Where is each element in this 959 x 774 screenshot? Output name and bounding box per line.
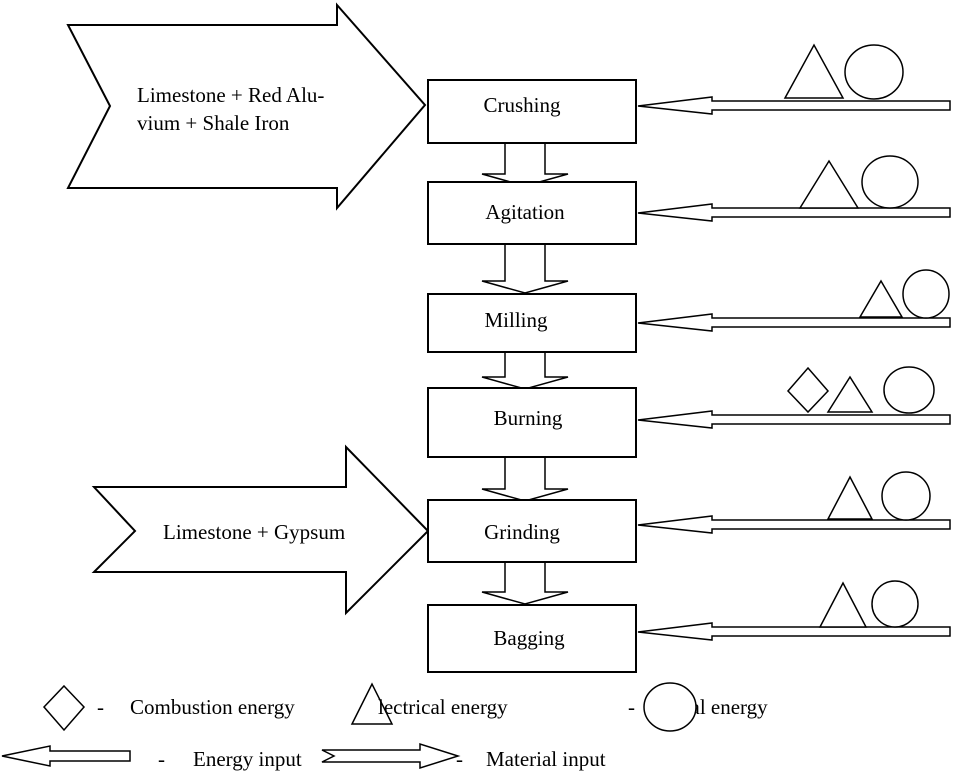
step-burning-label: Burning — [494, 406, 563, 430]
electrical-energy-icon — [798, 159, 860, 209]
step-crushing-label: Crushing — [483, 93, 561, 117]
dual-energy-icon — [871, 580, 919, 628]
energy-input-arrow-crushing — [637, 96, 951, 115]
legend-energy-input: - Energy input — [1, 745, 302, 771]
legend-dual: - ual energy — [628, 682, 768, 732]
step-agitation-label: Agitation — [485, 200, 565, 224]
energy-input-arrow-agitation — [637, 203, 951, 222]
step-bagging: Bagging — [427, 604, 637, 673]
energy-input-arrow-icon — [1, 745, 131, 767]
legend-electrical-label: lectrical energy — [378, 695, 508, 719]
energy-input-arrow-burning — [637, 410, 951, 429]
electrical-energy-icon — [826, 375, 874, 413]
step-milling: Milling — [427, 293, 637, 353]
flow-arrow-2 — [481, 243, 569, 294]
legend-dash: - — [158, 747, 165, 771]
flow-arrow-3 — [481, 351, 569, 390]
dual-energy-icon — [844, 44, 904, 100]
energy-symbols-milling — [858, 269, 950, 319]
electrical-energy-icon — [826, 475, 874, 520]
energy-symbols-bagging — [818, 580, 919, 628]
dual-energy-icon — [881, 471, 931, 521]
material-input-arrow-1: Limestone + Red Alu- vium + Shale Iron — [66, 2, 427, 211]
energy-input-arrow-grinding — [637, 515, 951, 534]
legend-material-input-label: Material input — [486, 747, 606, 771]
combustion-energy-icon — [786, 366, 830, 414]
legend-electrical: lectrical energy — [350, 682, 508, 725]
legend: - Combustion energy lectrical energy - u… — [1, 682, 768, 771]
energy-input-arrow-bagging — [637, 622, 951, 641]
dual-energy-icon — [902, 269, 950, 319]
legend-combustion-label: Combustion energy — [130, 695, 295, 719]
flow-arrow-4 — [481, 456, 569, 502]
step-agitation: Agitation — [427, 181, 637, 245]
energy-symbols-grinding — [826, 471, 931, 521]
energy-input-arrow-milling — [637, 313, 951, 332]
combustion-energy-icon — [42, 684, 86, 732]
dual-energy-icon — [861, 155, 919, 209]
step-milling-label: Milling — [484, 308, 548, 332]
legend-dash: - — [97, 695, 104, 719]
energy-symbols-burning — [786, 366, 935, 414]
material-input-arrow-2: Limestone + Gypsum — [91, 444, 430, 616]
step-crushing: Crushing — [427, 79, 637, 144]
step-bagging-label: Bagging — [493, 626, 565, 650]
electrical-energy-icon — [858, 279, 904, 318]
electrical-energy-icon — [818, 581, 868, 628]
energy-symbols-crushing — [783, 43, 904, 100]
legend-combustion: - Combustion energy — [42, 684, 295, 732]
electrical-energy-icon — [783, 43, 845, 99]
step-grinding-label: Grinding — [484, 520, 560, 544]
material-input-1-line1: Limestone + Red Alu- — [137, 83, 324, 107]
flow-arrow-5 — [481, 561, 569, 605]
material-input-1-line2: vium + Shale Iron — [137, 111, 290, 135]
dual-energy-icon — [883, 366, 935, 414]
material-input-2-label: Limestone + Gypsum — [163, 520, 345, 544]
step-grinding: Grinding — [427, 499, 637, 563]
flow-arrow-1 — [481, 142, 569, 187]
material-input-arrow-icon — [321, 742, 461, 770]
dual-energy-icon — [643, 682, 697, 732]
legend-dash: - — [456, 747, 463, 771]
legend-energy-input-label: Energy input — [193, 747, 302, 771]
electrical-energy-icon — [350, 682, 394, 725]
energy-symbols-agitation — [798, 155, 919, 209]
legend-material-input: - Material input — [321, 742, 606, 771]
legend-dash: - — [628, 695, 635, 719]
step-burning: Burning — [427, 387, 637, 458]
